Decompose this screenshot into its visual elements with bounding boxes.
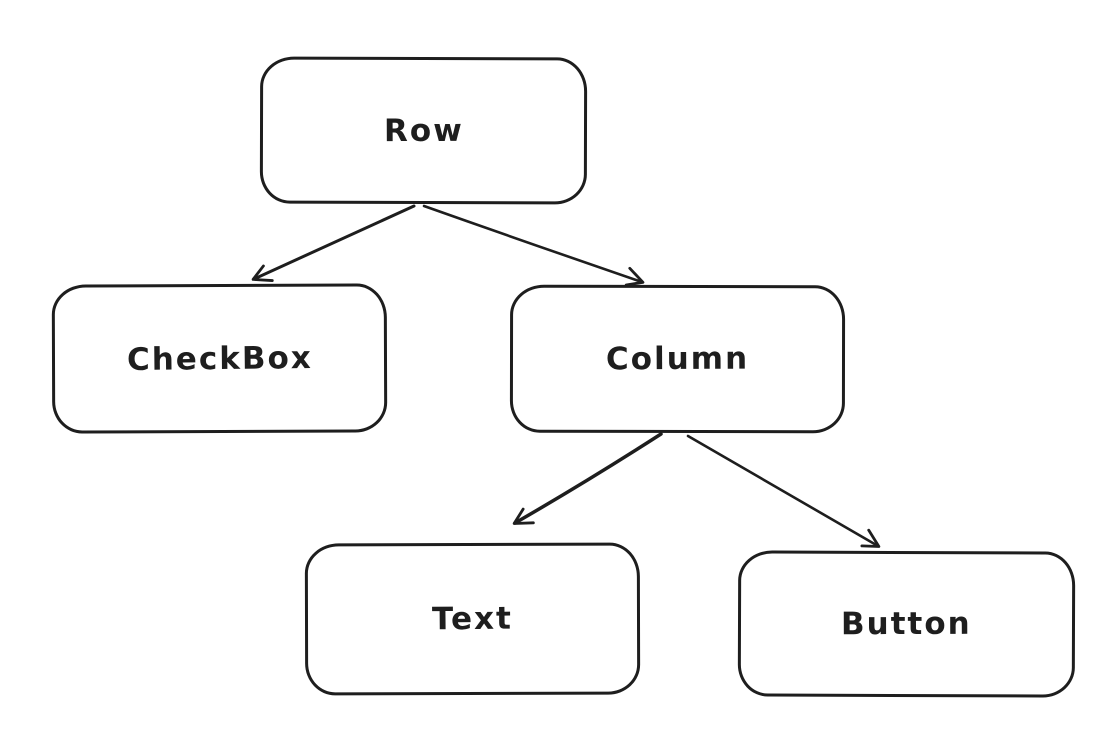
edge-row-to-column-arrow[interactable] [422, 204, 645, 287]
node-row[interactable]: Row [259, 56, 588, 205]
node-checkbox[interactable]: CheckBox [51, 283, 388, 434]
node-button[interactable]: Button [737, 550, 1076, 698]
node-column[interactable]: Column [509, 284, 846, 434]
node-column-label: Column [605, 340, 750, 378]
node-row-label: Row [383, 112, 464, 149]
edge-column-to-button-arrow[interactable] [686, 434, 881, 548]
node-checkbox-label: CheckBox [126, 339, 313, 378]
node-text-label: Text [431, 600, 514, 638]
edge-column-to-text-arrow[interactable] [512, 432, 663, 525]
node-button-label: Button [841, 605, 972, 643]
node-text[interactable]: Text [304, 542, 641, 696]
edge-row-to-checkbox-arrow[interactable] [251, 204, 416, 282]
